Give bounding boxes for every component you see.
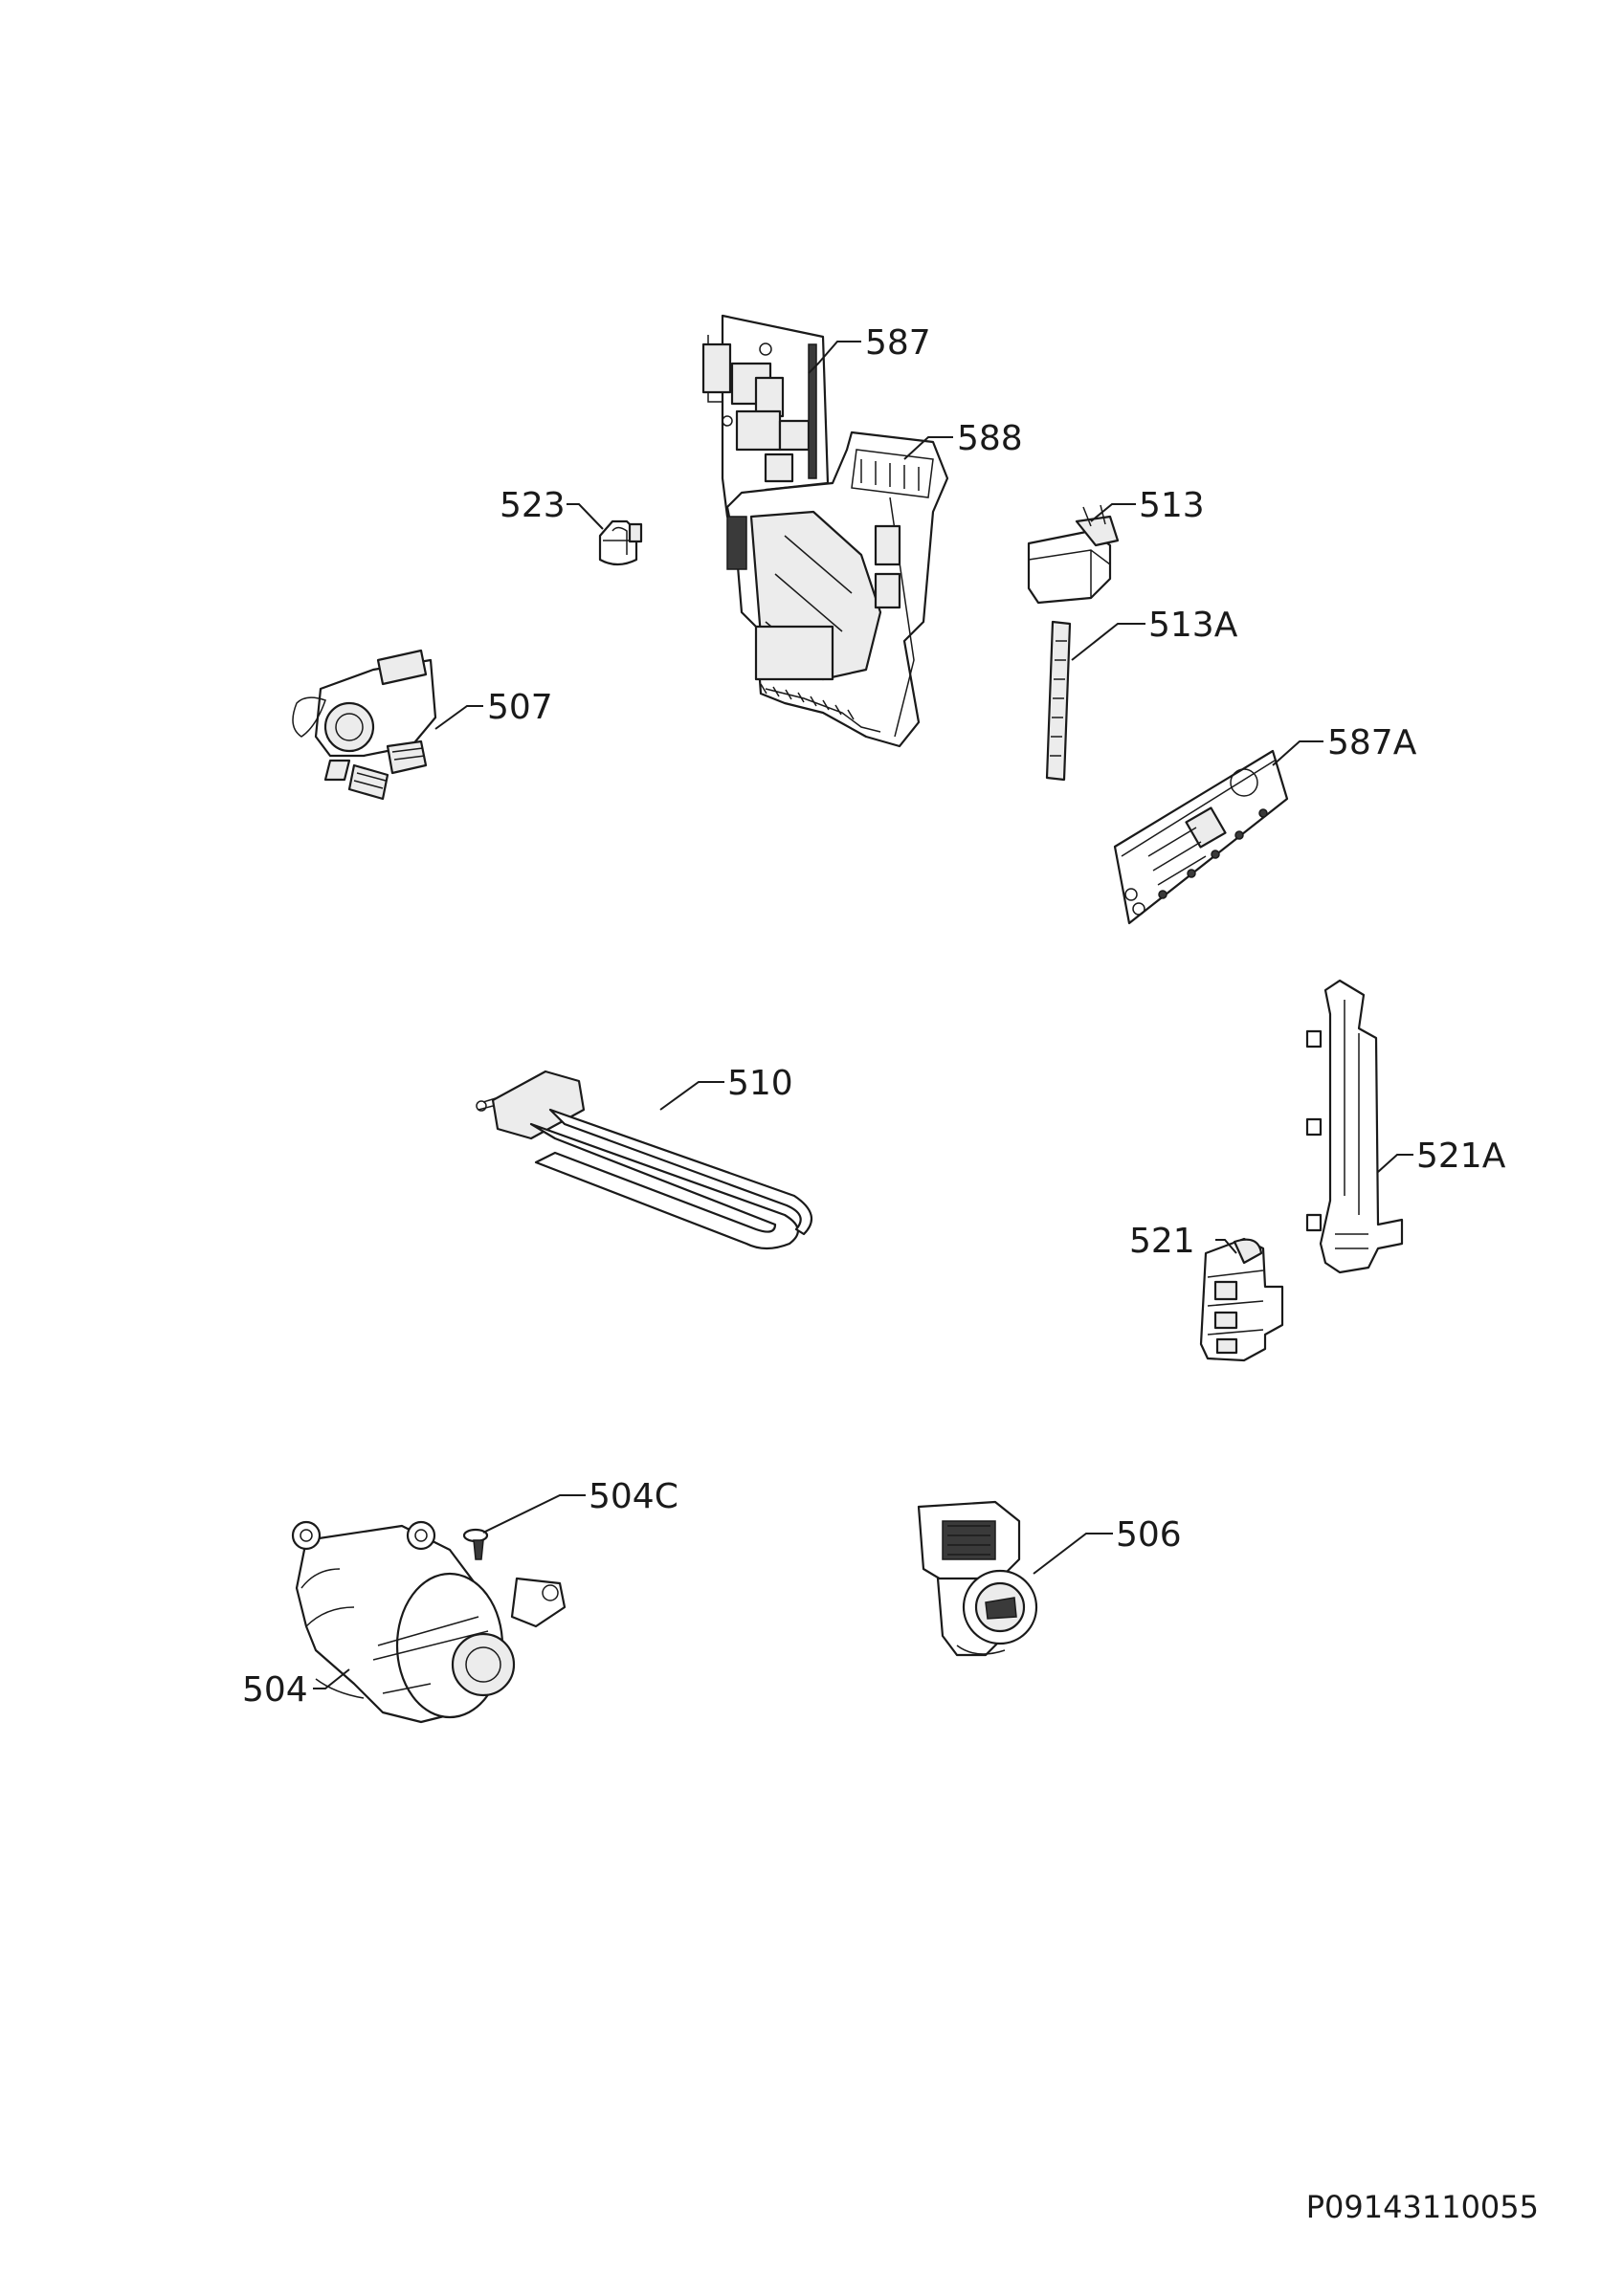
leader-506 xyxy=(1033,1533,1113,1575)
part-513a-rod xyxy=(1045,620,1072,782)
part-587a-display-board xyxy=(1113,749,1289,925)
callout-513a: 513A xyxy=(1148,606,1238,645)
part-504-motor xyxy=(291,1520,567,1724)
callout-523: 523 xyxy=(500,486,566,525)
part-507-inlet-valve xyxy=(292,649,437,801)
leader-587a xyxy=(1272,740,1323,766)
callout-587: 587 xyxy=(865,323,931,363)
leader-504c xyxy=(482,1494,586,1534)
leader-588 xyxy=(903,436,953,460)
leader-523 xyxy=(567,503,604,530)
part-588-module-housing xyxy=(725,430,949,748)
leader-513 xyxy=(1090,503,1136,522)
callout-504: 504 xyxy=(242,1670,308,1710)
callout-521a: 521A xyxy=(1416,1137,1506,1176)
callout-504c: 504C xyxy=(589,1477,678,1516)
leader-587 xyxy=(808,341,861,374)
leader-504 xyxy=(313,1668,350,1689)
part-506-drain-pump xyxy=(917,1500,1038,1657)
callout-506: 506 xyxy=(1116,1515,1182,1555)
part-523-clip xyxy=(598,519,643,566)
leader-lines xyxy=(313,341,1413,1689)
leader-513a xyxy=(1071,623,1145,661)
callout-521: 521 xyxy=(1129,1222,1195,1261)
callout-588: 588 xyxy=(957,419,1023,458)
part-513-switch xyxy=(1027,504,1120,605)
callout-labels: 587 588 523 513 513A 507 587A 510 521A 5… xyxy=(242,323,1506,1710)
part-521-door-lock xyxy=(1199,1237,1284,1362)
callout-587a: 587A xyxy=(1327,723,1417,762)
drawing-code: P09143110055 xyxy=(1305,2189,1539,2225)
leader-507 xyxy=(434,705,483,730)
callout-510: 510 xyxy=(727,1064,793,1103)
leader-510 xyxy=(659,1081,724,1111)
callout-513: 513 xyxy=(1139,486,1205,525)
part-510-heating-element xyxy=(476,1070,813,1250)
part-587-control-board xyxy=(701,314,830,519)
leader-521a xyxy=(1377,1154,1413,1173)
part-521a-rail xyxy=(1305,979,1404,1274)
part-504c-screw xyxy=(462,1528,489,1560)
callout-507: 507 xyxy=(487,688,553,727)
leader-521 xyxy=(1215,1239,1237,1254)
